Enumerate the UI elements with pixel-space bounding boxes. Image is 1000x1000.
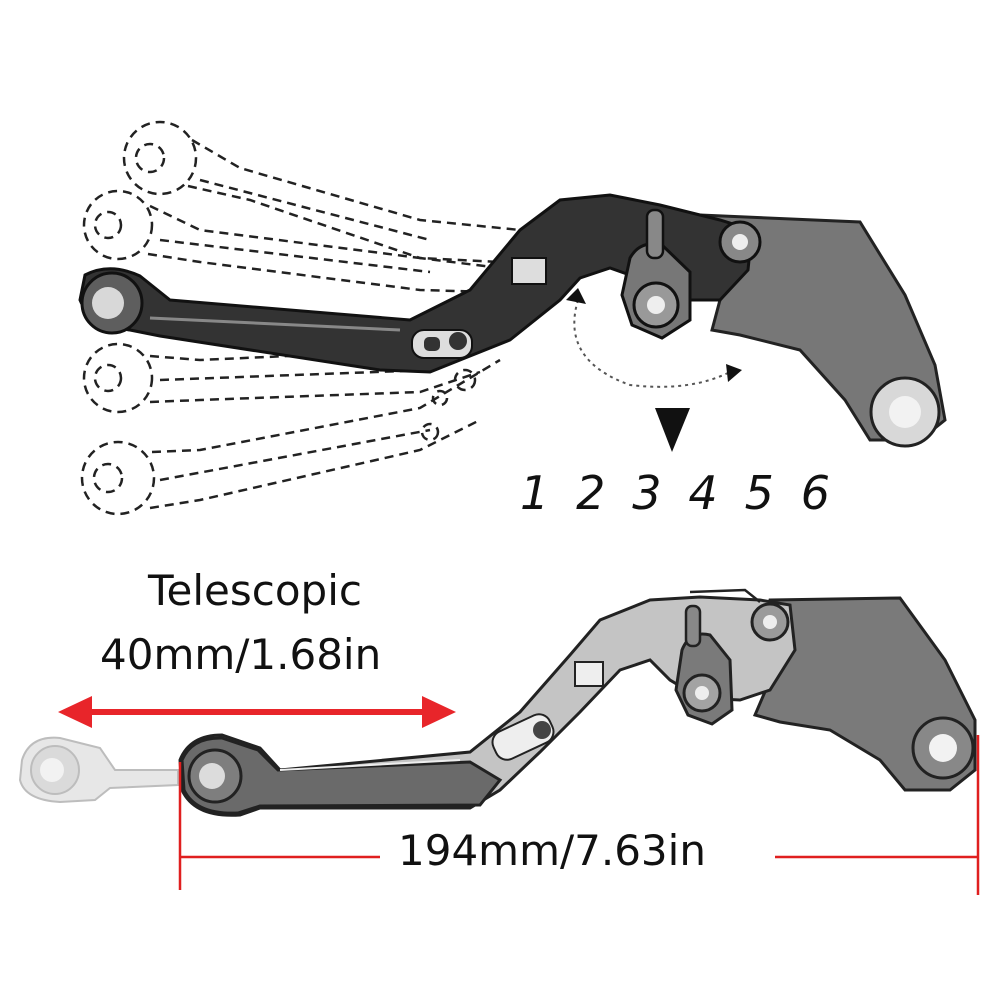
lever-mount-body [696,213,947,448]
telescopic-title: Telescopic [148,566,362,615]
position-number-row: 1 2 3 4 5 6 [520,466,830,526]
position-number: 2 [576,466,606,520]
telescopic-value: 40mm/1.68in [100,630,382,679]
telescopic-lever [178,588,797,817]
position-number: 5 [744,466,774,520]
span-adjust-illustration [78,120,947,516]
solid-lever [78,193,762,374]
adjust-rotation-arrows [566,288,742,452]
length-dimension-line [178,735,980,895]
position-number: 1 [520,466,550,520]
position-number: 4 [688,466,718,520]
ghost-lever-2 [82,189,501,294]
position-number: 6 [800,466,830,520]
dimension-illustration [18,588,980,895]
ghost-lever-4 [80,358,501,516]
ghost-lever-1 [122,120,521,270]
lever-mount-body-bottom [752,596,977,792]
length-value: 194mm/7.63in [398,826,706,875]
position-pointer-arrow [655,408,690,452]
telescopic-arrow [58,696,456,728]
extended-lever-ghost [18,736,179,804]
position-number: 3 [632,466,662,520]
ghost-lever-positions [80,120,521,516]
